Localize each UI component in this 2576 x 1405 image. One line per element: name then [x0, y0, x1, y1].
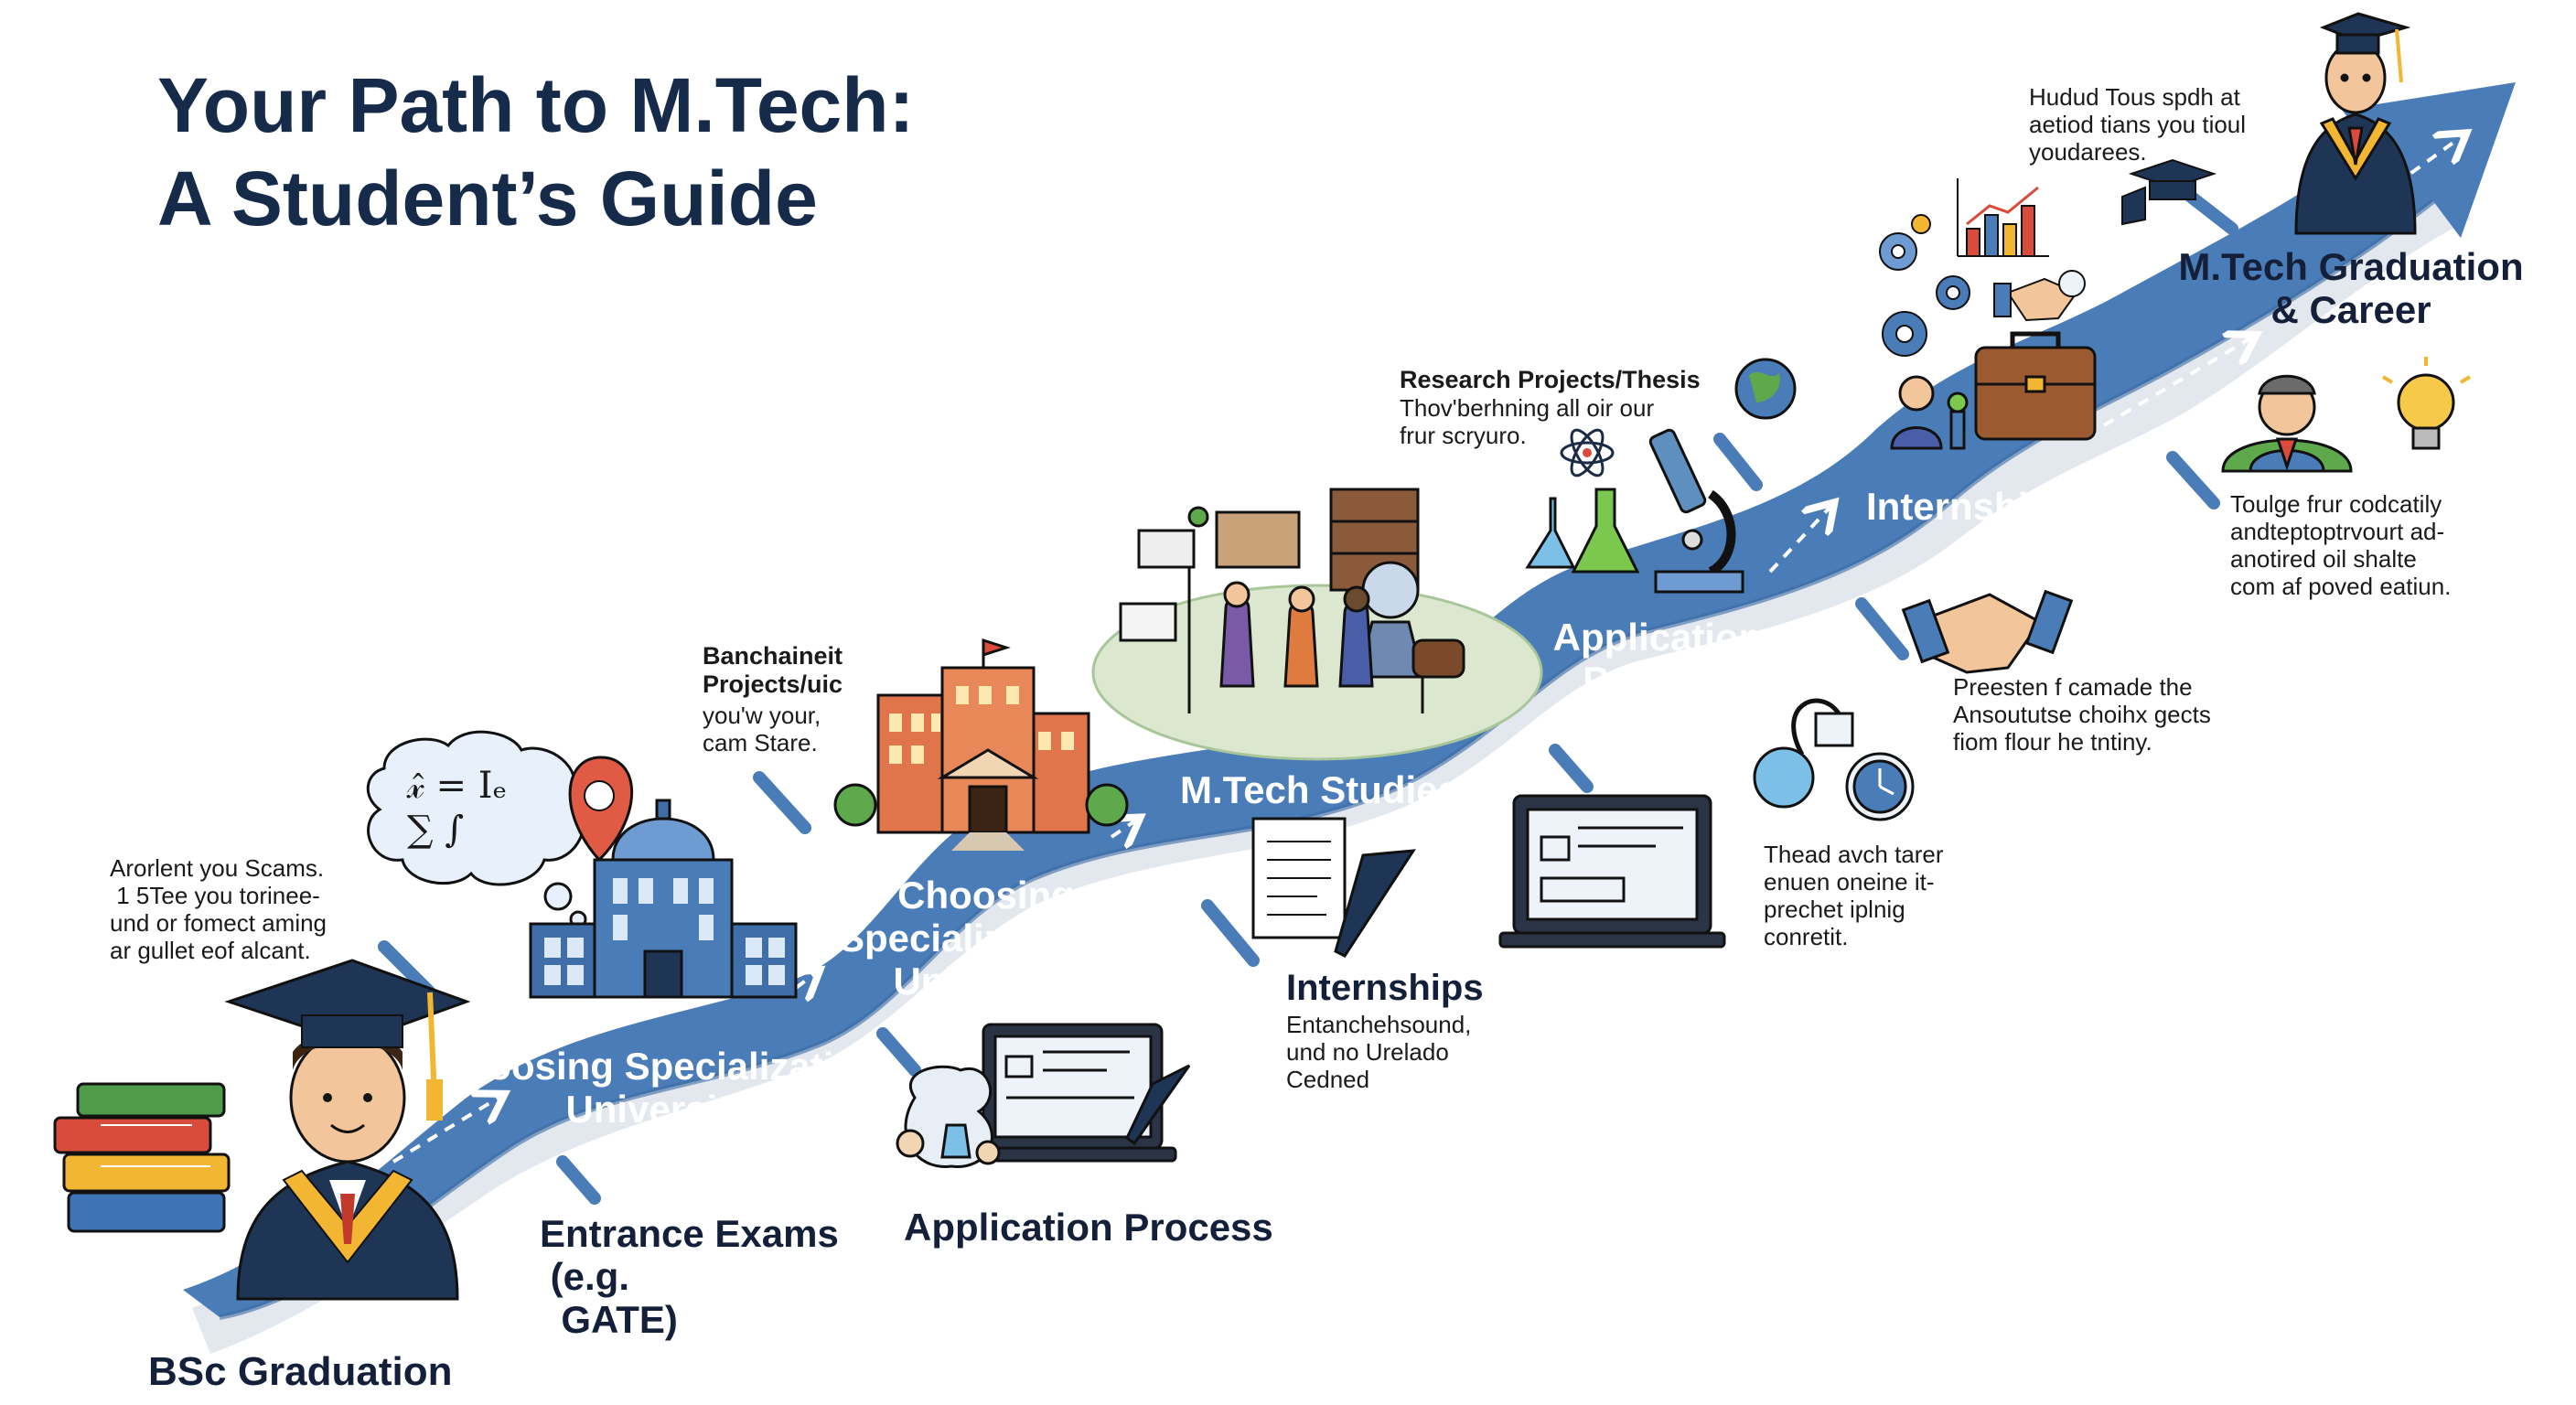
stage-label-entrance-exams: Entrance Exams (e.g. GATE) — [540, 1212, 839, 1342]
map-pin-icon — [568, 756, 634, 863]
path-label-application-process: Application Process — [1552, 616, 1763, 702]
note-presten: Preesten f camade the Ansoututse choihx … — [1953, 673, 2211, 756]
page-title-line1: Your Path to M.Tech: — [157, 62, 915, 148]
mentor-icon — [1890, 375, 1969, 450]
path-label-choosing-spec-lower: Choosing Specialization University — [436, 1045, 881, 1132]
university-building-icon — [529, 799, 798, 999]
laptop-lower-icon — [968, 1023, 1191, 1163]
briefcase-icon — [1974, 331, 2097, 441]
note-research-body: Thov'berhning all oir our frur scryuro. — [1400, 394, 1655, 449]
note-projects-title: Banchaineit Projects/uic — [703, 642, 843, 699]
thought-bubble-icon — [366, 730, 587, 928]
connector-lines — [378, 190, 2238, 1205]
potion-bag-icon — [896, 1065, 1001, 1168]
graduation-cap-icon — [2121, 158, 2217, 226]
book-stack-icon — [53, 1082, 231, 1233]
formula-text: 𝓍̂ = Iₑ ∑ ∫ — [407, 765, 508, 851]
page-title-line2: A Student’s Guide — [157, 156, 818, 241]
path-label-mtech-graduation: M.Tech Graduation & Career — [2178, 245, 2524, 332]
note-research-title: Research Projects/Thesis — [1400, 366, 1701, 393]
advisor-icon — [2221, 374, 2353, 473]
path-label-choosing-spec-upper: Choosing Specialization & University — [838, 874, 1134, 1003]
path-label-mtech-studies: M.Tech Studies — [1180, 768, 1459, 811]
small-handshake-icon — [1993, 270, 2086, 322]
stethoscope-clock-icon — [1753, 698, 1915, 821]
bar-chart-icon — [1957, 178, 2049, 257]
lightbulb-icon — [2381, 357, 2472, 450]
campus-building-icon — [833, 638, 1129, 851]
stage-label-internships: Internships — [1286, 968, 1484, 1008]
handshake-icon — [1901, 589, 2074, 674]
laptop-icon — [1498, 794, 1726, 949]
note-bsc: Arorlent you Scams. 1 5Tee you torinee- … — [110, 854, 327, 964]
note-internships: Entanchehsound, und no Urelado Cedned — [1286, 1011, 1472, 1093]
microscope-icon — [1648, 428, 1744, 594]
gear-icon — [1879, 214, 1970, 357]
note-top: Hudud Tous spdh at aetiod tians you tiou… — [2029, 83, 2247, 166]
stage-label-application-process: Application Process — [904, 1206, 1273, 1249]
path-label-internships: Internships — [1866, 485, 2074, 528]
note-right: Toulge frur codcatily andteptoptrvourt a… — [2230, 490, 2452, 600]
note-thead: Thead avch tarer enuen oneine it- preche… — [1764, 841, 1944, 950]
globe-icon — [1734, 358, 1797, 420]
document-pen-icon — [1251, 817, 1416, 958]
stage-label-bsc-graduation: BSc Graduation — [148, 1349, 453, 1394]
graduate-career-icon — [2294, 12, 2417, 235]
note-projects-body: you'w your, cam Stare. — [703, 702, 821, 756]
lab-scene-icon — [1091, 488, 1543, 761]
atom-icon — [1560, 428, 1615, 477]
graduate-student-icon — [224, 959, 471, 1301]
flask-icon — [1525, 488, 1640, 574]
